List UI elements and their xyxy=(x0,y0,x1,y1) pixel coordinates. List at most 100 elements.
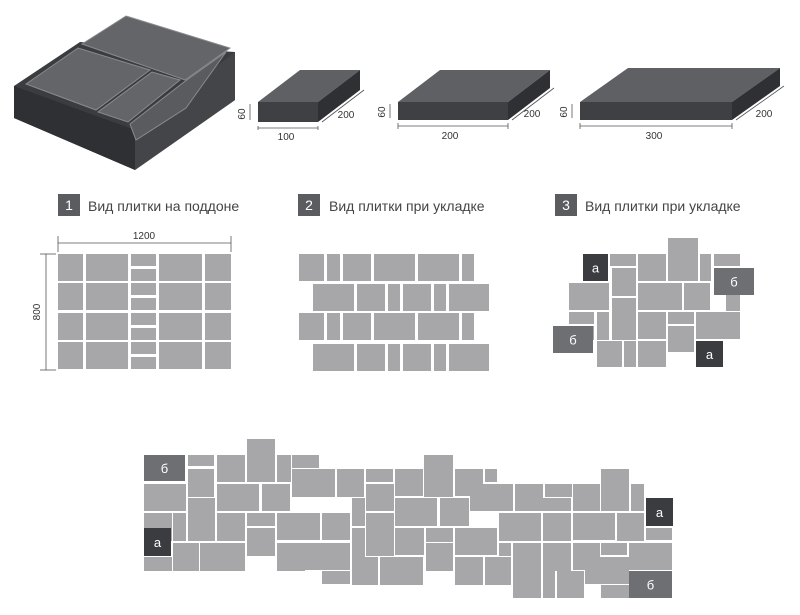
section-number: 1 xyxy=(65,197,73,213)
pallet-3d-block xyxy=(14,15,235,170)
tile xyxy=(86,313,128,340)
tile xyxy=(299,313,324,340)
tile xyxy=(597,341,622,367)
tile-100x200-3d xyxy=(249,70,365,130)
tile xyxy=(144,557,172,571)
tile-300x200-3d xyxy=(571,68,785,129)
section-number: 2 xyxy=(305,197,313,213)
tile xyxy=(449,284,489,311)
tile xyxy=(449,344,489,371)
marker-tile-b xyxy=(553,326,593,353)
tile xyxy=(352,498,365,526)
tile xyxy=(434,284,446,311)
marker-label-b: б xyxy=(647,578,654,593)
tile xyxy=(131,298,156,310)
marker-tile-b xyxy=(144,455,185,481)
tile xyxy=(173,543,199,571)
section-title: Вид плитки на поддоне xyxy=(88,198,239,214)
dim-small-depth: 200 xyxy=(338,110,355,121)
tile xyxy=(205,313,231,340)
tile xyxy=(131,328,156,340)
tile xyxy=(424,455,453,497)
section-number-badge xyxy=(298,194,320,216)
section-header-3: 3 Вид плитки при укладке xyxy=(555,194,741,216)
tile xyxy=(366,469,393,482)
tile xyxy=(395,498,437,526)
marker-tile-a xyxy=(583,254,608,281)
tile xyxy=(277,455,291,482)
marker-label-a: а xyxy=(154,535,162,550)
laying-pattern-large xyxy=(144,439,672,598)
tile xyxy=(403,284,431,311)
tile xyxy=(217,455,245,482)
marker-label-a: а xyxy=(656,505,664,520)
tile xyxy=(638,312,666,339)
tile xyxy=(700,254,711,281)
tile xyxy=(86,254,128,281)
marker-tile-b xyxy=(714,268,754,295)
pallet-height-label: 800 xyxy=(32,303,43,320)
dim-medium-length: 200 xyxy=(442,131,459,142)
tile xyxy=(513,543,541,571)
tile xyxy=(277,513,320,540)
tile xyxy=(601,543,627,555)
tile xyxy=(418,313,459,340)
tile xyxy=(557,571,584,598)
marker-tile-a xyxy=(144,528,171,556)
tile xyxy=(601,585,629,598)
tile xyxy=(499,543,511,556)
section-number: 3 xyxy=(562,197,570,213)
tile xyxy=(322,513,350,540)
tile xyxy=(357,284,385,311)
tile xyxy=(543,513,571,541)
tile xyxy=(205,342,231,369)
tile xyxy=(322,571,350,584)
tile xyxy=(513,571,541,598)
marker-label-b: б xyxy=(569,333,576,348)
tile xyxy=(131,283,156,295)
tile xyxy=(58,283,83,310)
tile xyxy=(485,557,511,585)
pallet-dimension-lines xyxy=(40,236,232,371)
tile xyxy=(131,269,156,281)
pallet-width-label: 1200 xyxy=(133,231,156,242)
tile xyxy=(610,254,636,266)
dim-small-height: 60 xyxy=(237,108,248,120)
tile xyxy=(159,254,202,281)
section-header-1: 1 Вид плитки на поддоне xyxy=(58,194,239,216)
tile xyxy=(543,543,571,571)
tile xyxy=(200,543,245,571)
tile xyxy=(638,283,682,310)
tile xyxy=(646,528,672,540)
tile xyxy=(366,484,394,511)
tile xyxy=(247,528,275,556)
dim-small-length: 100 xyxy=(278,132,295,143)
tile xyxy=(569,312,594,324)
tile xyxy=(684,283,710,310)
pallet-layout xyxy=(58,254,231,369)
tile xyxy=(352,557,378,585)
tile xyxy=(86,283,128,310)
dim-medium-depth: 200 xyxy=(524,109,541,120)
tile xyxy=(173,513,186,541)
tile xyxy=(217,484,259,511)
section-number-badge xyxy=(58,194,80,216)
tile xyxy=(668,312,694,324)
tile xyxy=(366,513,394,556)
marker-label-b: б xyxy=(161,461,168,476)
section-header-2: 2 Вид плитки при укладке xyxy=(298,194,485,216)
marker-tile-a xyxy=(646,498,673,526)
tile xyxy=(470,484,513,511)
tile xyxy=(131,342,156,354)
tile xyxy=(374,254,415,281)
tile xyxy=(569,283,609,310)
tile xyxy=(573,513,615,540)
tile xyxy=(638,341,666,367)
marker-label-a: а xyxy=(592,261,600,276)
tile xyxy=(188,498,215,541)
tile xyxy=(131,313,156,325)
tile xyxy=(485,469,497,482)
tile xyxy=(714,254,740,266)
tile xyxy=(462,254,474,281)
